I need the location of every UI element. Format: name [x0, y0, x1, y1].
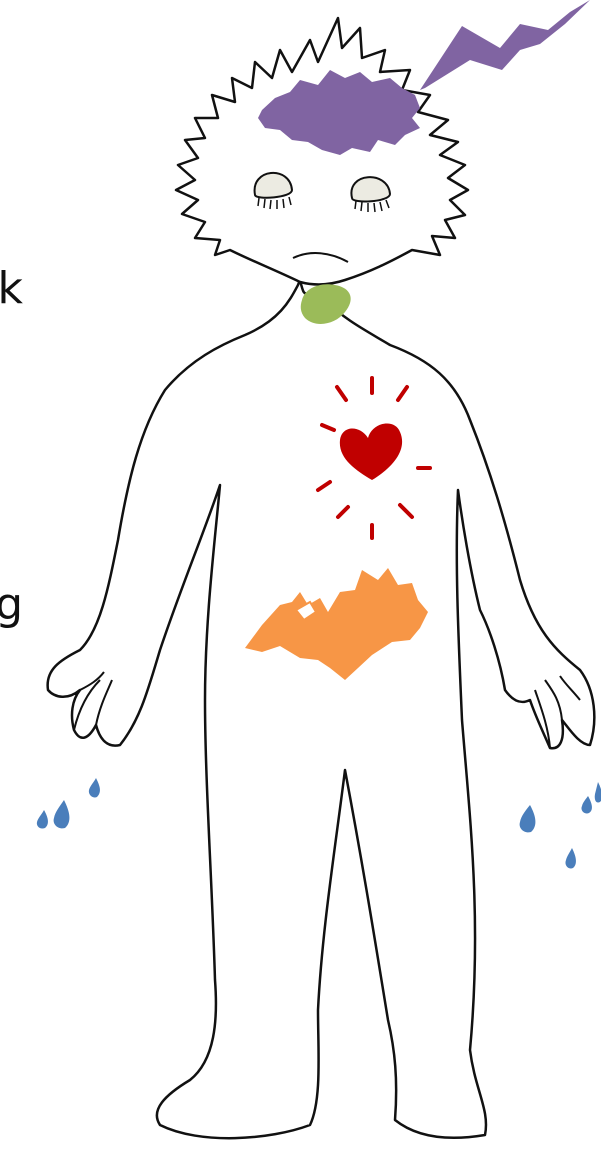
water-drop-icon-left [37, 778, 100, 829]
lightning-icon [420, 0, 590, 90]
water-drop-icon-right [520, 782, 601, 868]
body-outline [48, 280, 595, 1138]
head-outline [176, 18, 468, 284]
